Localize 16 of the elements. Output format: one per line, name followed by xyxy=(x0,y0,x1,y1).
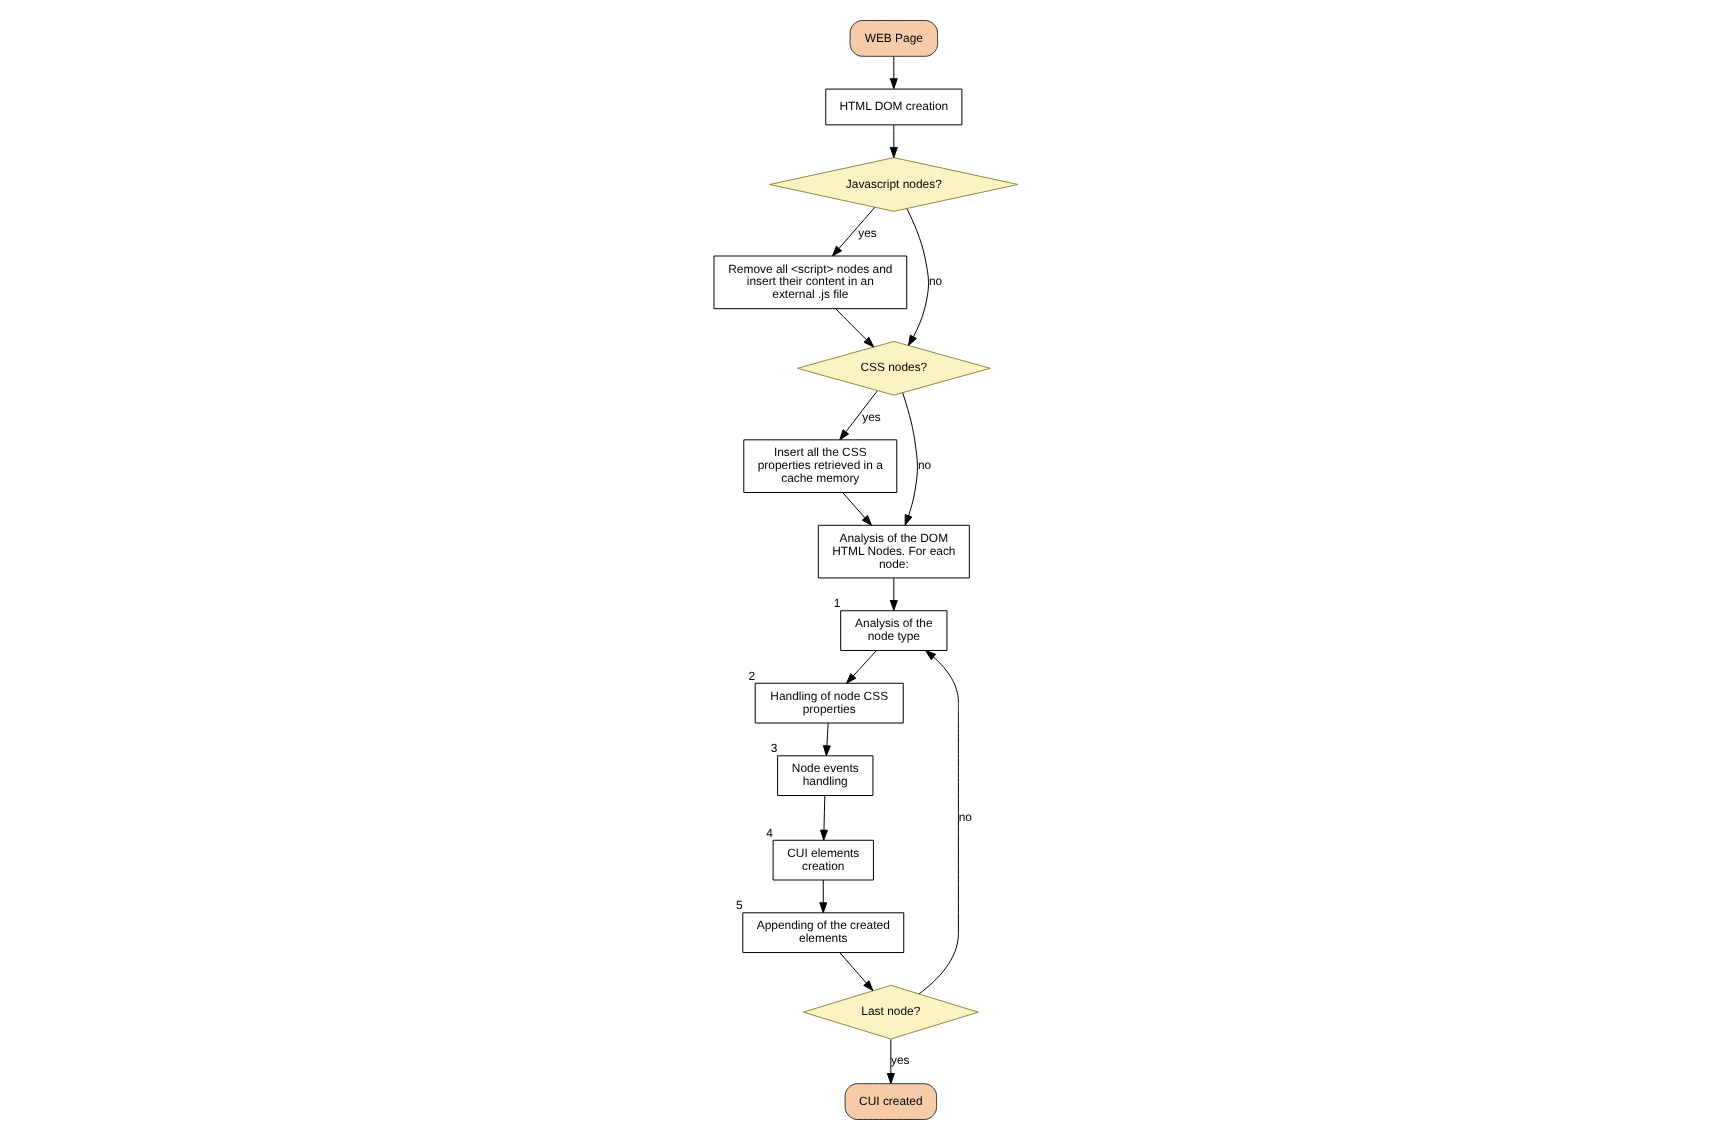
arrow xyxy=(905,208,928,346)
arrow xyxy=(888,577,897,611)
arrow xyxy=(917,650,958,995)
arrow xyxy=(901,392,917,526)
arrow xyxy=(819,795,827,841)
arrow xyxy=(885,1038,894,1084)
arrow xyxy=(888,124,897,158)
arrow xyxy=(834,308,873,348)
arrow xyxy=(838,390,877,441)
arrow xyxy=(830,206,875,257)
arrow xyxy=(821,722,830,757)
arrow xyxy=(838,952,873,992)
arrow xyxy=(841,492,871,526)
arrow xyxy=(845,650,876,684)
arrow xyxy=(818,879,827,914)
arrow xyxy=(888,56,897,90)
